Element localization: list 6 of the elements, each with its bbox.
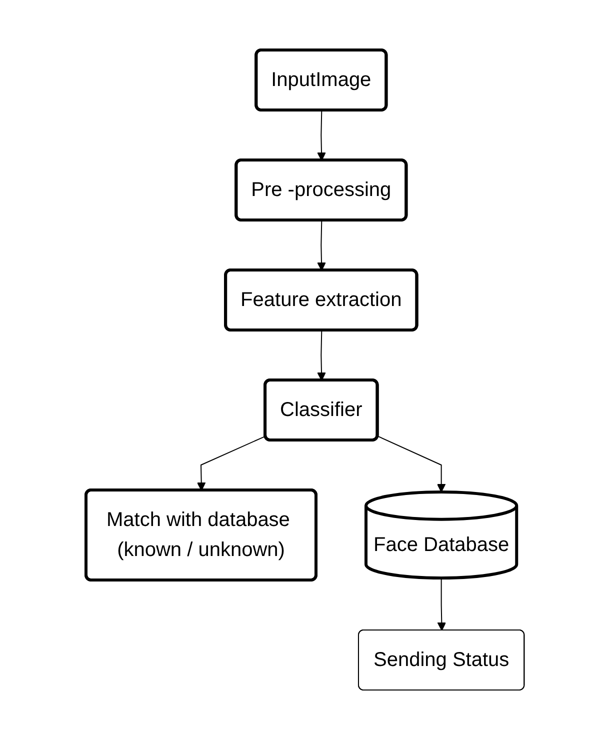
arrow xyxy=(318,220,326,271)
arrow xyxy=(438,577,446,631)
arrow xyxy=(318,330,326,381)
arrow xyxy=(318,110,326,161)
arrow xyxy=(197,436,266,491)
arrow xyxy=(378,436,446,492)
